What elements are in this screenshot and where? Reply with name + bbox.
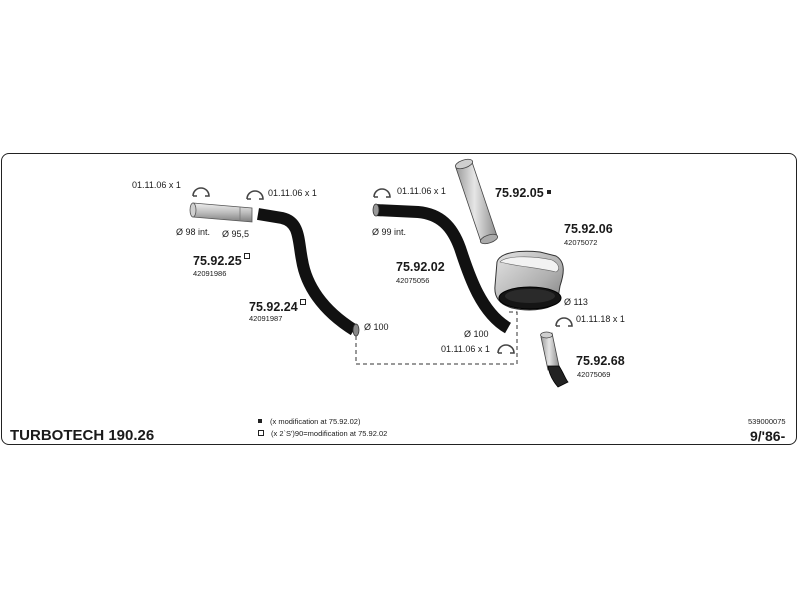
clamp-label: 01.11.06 x 1: [132, 180, 181, 190]
tube-75-92-05: [454, 158, 499, 245]
dimension-label: Ø 100: [364, 322, 389, 332]
diagram-frame: [1, 153, 797, 445]
dimension-label: Ø 98 int.: [176, 227, 211, 237]
clamp-label: 01.11.06 x 1: [441, 344, 490, 354]
filled-square-marker: [258, 419, 262, 423]
pipe-75-92-02: [374, 204, 512, 334]
oe-number: 42075072: [564, 238, 598, 247]
model-title: TURBOTECH 190.26: [10, 427, 155, 444]
part-number: 75.92.05: [495, 187, 551, 200]
part-number: 75.92.02: [396, 260, 445, 274]
dimension-label: Ø 99 int.: [372, 227, 407, 237]
pipe-75-92-25: [189, 202, 253, 223]
clamp-label: 01.11.18 x 1: [576, 314, 625, 324]
open-square-marker: [299, 299, 306, 305]
oe-number: 42091986: [193, 269, 227, 278]
dimension-label: Ø 113: [564, 297, 588, 307]
silencer-75-92-06: [494, 250, 564, 311]
oe-number: 42091987: [249, 314, 283, 323]
date-range: 9/'86-: [750, 428, 786, 444]
clamp-icon: [497, 344, 515, 354]
tailpipe-75-92-68: [540, 331, 569, 388]
part-number: 75.92.06: [564, 222, 613, 236]
dashed-connection-line: [355, 311, 518, 365]
oe-number: 42075056: [396, 276, 430, 285]
part-number: 75.92.24: [249, 299, 306, 314]
pipe-75-92-24: [257, 208, 358, 336]
dimension-label: Ø 100: [464, 329, 489, 339]
legend-item: (x 2`S')90=modification at 75.92.02: [258, 430, 387, 438]
clamp-label: 01.11.06 x 1: [268, 188, 317, 198]
part-number: 75.92.68: [576, 354, 625, 368]
pipe-75-92-24-outlet: [352, 323, 360, 337]
clamp-icon: [373, 188, 391, 198]
clamp-icon: [192, 187, 210, 197]
pipe-75-92-02-inlet: [372, 203, 380, 217]
legend-item: (x modification at 75.92.02): [258, 418, 360, 426]
dimension-label: Ø 95,5: [222, 229, 250, 239]
part-number: 75.92.25: [193, 253, 250, 268]
clamp-label: 01.11.06 x 1: [397, 186, 446, 196]
clamp-icon: [555, 317, 573, 327]
catalog-code: 539000075: [748, 417, 786, 426]
oe-number: 42075069: [577, 370, 611, 379]
clamp-icon: [246, 190, 264, 200]
open-square-marker: [258, 430, 264, 436]
open-square-marker: [243, 253, 250, 259]
filled-square-marker: [546, 190, 551, 194]
